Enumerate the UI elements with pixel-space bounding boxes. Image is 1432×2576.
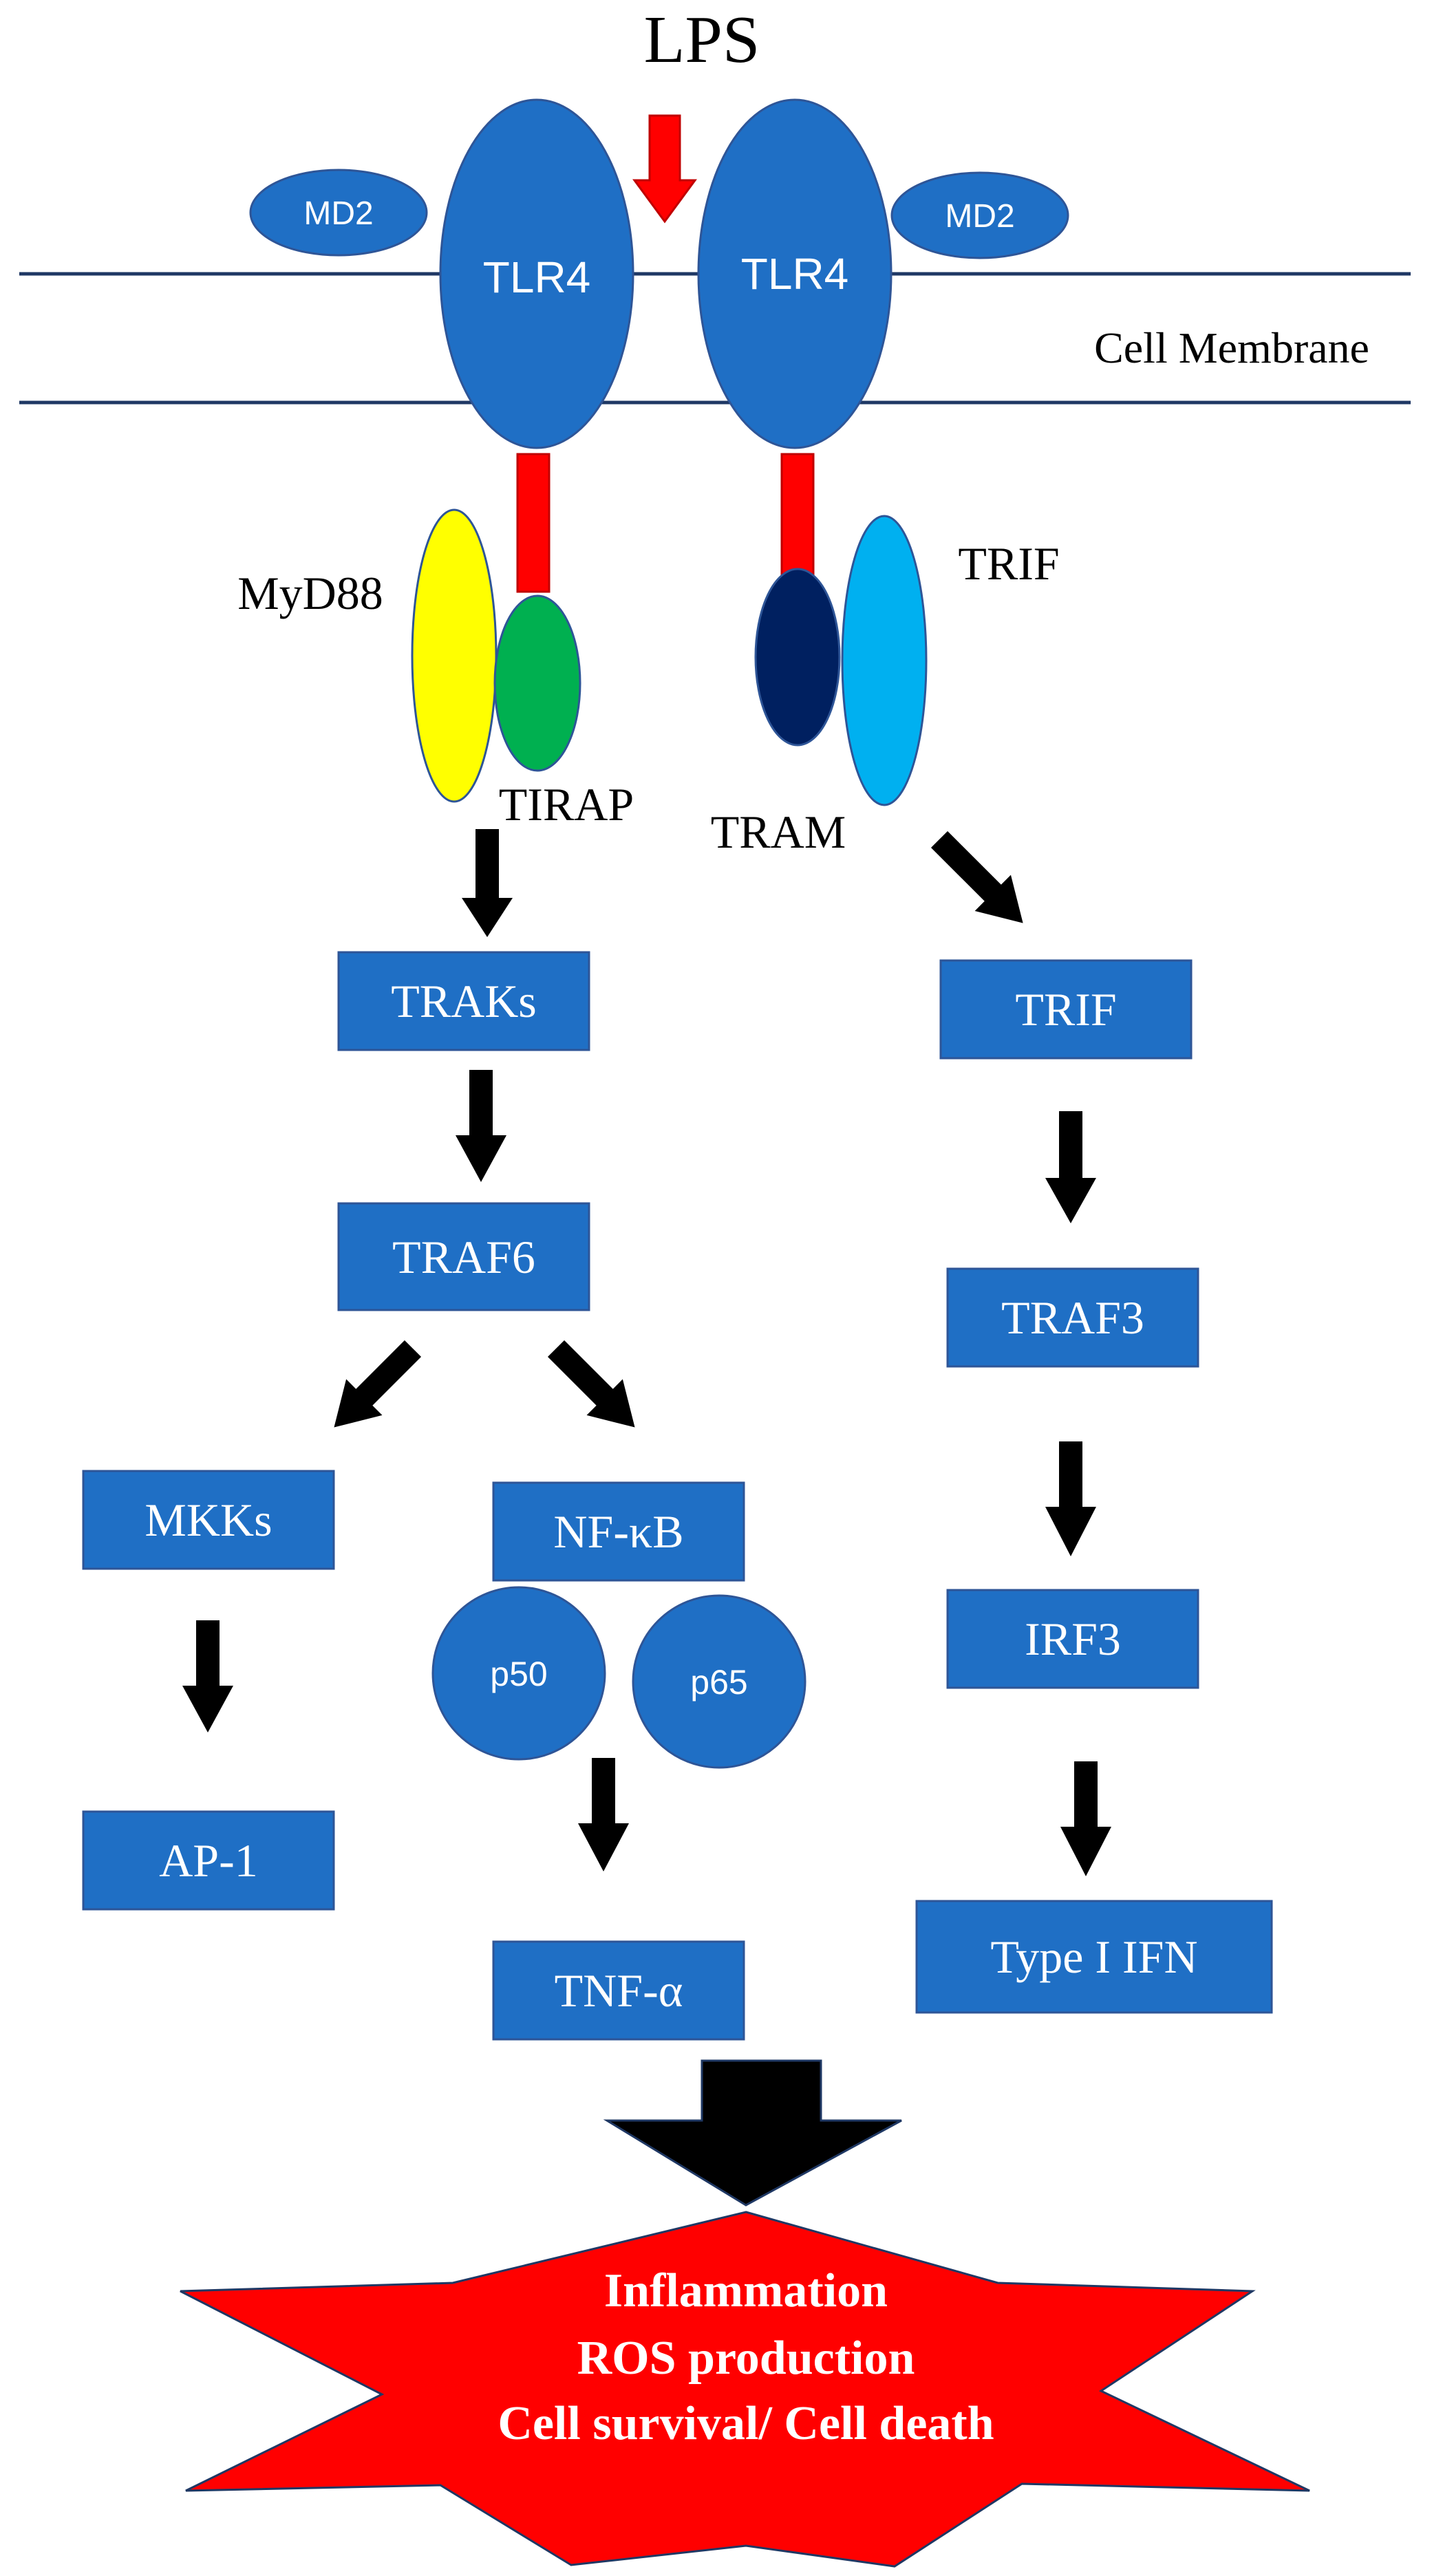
tirap-label: TIRAP xyxy=(499,778,634,830)
box-traf6: TRAF6 xyxy=(337,1202,590,1311)
outcome-line-3: Cell survival/ Cell death xyxy=(498,2397,994,2450)
box-type1-ifn: Type I IFN xyxy=(915,1900,1273,2014)
lps-label: LPS xyxy=(644,3,760,77)
box-ap1: AP-1 xyxy=(82,1810,335,1911)
p65-label: p65 xyxy=(690,1663,747,1702)
arrow-traf6-to-nfkb xyxy=(547,1340,635,1428)
box-traks-label: TRAKs xyxy=(391,975,537,1027)
tlr4-left-tir-domain xyxy=(516,453,551,593)
p50-circle xyxy=(431,1586,606,1761)
box-trif: TRIF xyxy=(939,959,1193,1060)
box-trif-label: TRIF xyxy=(1015,983,1116,1035)
box-nfkb: NF-κB xyxy=(492,1481,745,1582)
arrow-trif-to-traf3 xyxy=(1045,1111,1096,1223)
md2-left-label: MD2 xyxy=(303,195,373,232)
md2-right-shape xyxy=(890,171,1069,259)
outcome-star xyxy=(180,2211,1310,2568)
arrow-irf3-to-type1-ifn xyxy=(1060,1761,1111,1876)
box-ap1-label: AP-1 xyxy=(159,1834,258,1887)
p65-circle xyxy=(632,1594,806,1769)
cell-membrane-label: Cell Membrane xyxy=(1094,323,1369,372)
tirap-shape xyxy=(493,594,581,772)
box-type1-ifn-label: Type I IFN xyxy=(990,1931,1197,1983)
trif-adapter-label: TRIF xyxy=(958,537,1059,590)
tram-label: TRAM xyxy=(711,806,846,858)
arrow-p50-to-tnfa xyxy=(578,1758,629,1871)
md2-right-label: MD2 xyxy=(945,198,1014,235)
arrow-traks-to-traf6 xyxy=(456,1070,506,1182)
outcome-line-2: ROS production xyxy=(577,2332,915,2385)
tlr4-right-label: TLR4 xyxy=(741,249,849,299)
arrow-mkks-to-ap1 xyxy=(182,1620,233,1732)
tlr4-left-shape xyxy=(439,98,634,449)
arrow-tirap-to-traks xyxy=(462,829,513,937)
box-traf3: TRAF3 xyxy=(946,1267,1199,1368)
outcome-line-1: Inflammation xyxy=(604,2264,888,2317)
arrow-traf6-to-mkks xyxy=(334,1340,422,1428)
box-irf3: IRF3 xyxy=(946,1589,1199,1689)
trif-adapter-shape xyxy=(841,515,928,806)
box-mkks: MKKs xyxy=(82,1470,335,1570)
tram-shape xyxy=(754,568,841,747)
arrow-traf3-to-irf3 xyxy=(1045,1441,1096,1556)
box-traf6-label: TRAF6 xyxy=(392,1231,535,1283)
arrow-to-outcome xyxy=(603,2059,902,2207)
box-nfkb-label: NF-κB xyxy=(553,1505,683,1558)
myd88-label: MyD88 xyxy=(237,567,383,619)
box-irf3-label: IRF3 xyxy=(1025,1613,1121,1665)
box-traks: TRAKs xyxy=(337,951,590,1051)
lps-arrow xyxy=(632,114,697,224)
md2-left-shape xyxy=(249,169,428,257)
box-tnfa: TNF-α xyxy=(492,1940,745,2041)
box-tnfa-label: TNF-α xyxy=(555,1964,683,2017)
tlr4-right-shape xyxy=(697,98,893,449)
p50-label: p50 xyxy=(490,1655,547,1693)
myd88-shape xyxy=(411,508,498,803)
box-mkks-label: MKKs xyxy=(145,1494,272,1546)
box-traf3-label: TRAF3 xyxy=(1001,1291,1144,1344)
tlr4-left-label: TLR4 xyxy=(483,253,591,302)
arrow-tram-to-trif xyxy=(930,830,1023,923)
